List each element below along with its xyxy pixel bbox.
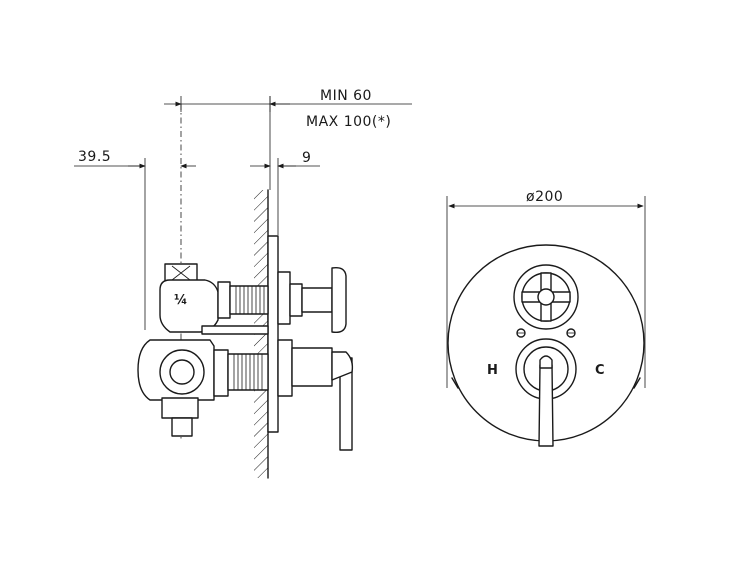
lower-handle	[277, 339, 354, 451]
side-view: ¼	[137, 104, 354, 479]
cold-label: C	[595, 363, 605, 378]
offset-left-label: 39.5	[78, 149, 111, 165]
max-depth-label: MAX 100(*)	[306, 114, 391, 130]
dimension-offset-left: 39.5	[74, 149, 196, 169]
upper-handle	[277, 266, 347, 334]
min-depth-label: MIN 60	[320, 88, 372, 104]
front-view: ø200 H C	[446, 189, 646, 447]
dimension-wall-plate: 9	[250, 150, 320, 169]
diameter-label: ø200	[526, 189, 563, 205]
screw-left	[516, 328, 526, 338]
hot-label: H	[487, 363, 498, 378]
cross-handle	[513, 264, 579, 330]
wall-plate	[267, 235, 279, 433]
dimension-diameter: ø200	[446, 189, 646, 388]
pipe-link	[201, 325, 269, 335]
extension-lines	[144, 96, 279, 330]
lever-handle	[515, 338, 577, 447]
dimension-min-max: MIN 60 MAX 100(*)	[164, 88, 412, 130]
wall-plate-label: 9	[302, 150, 311, 166]
screw-right	[566, 328, 576, 338]
svg-text:¼: ¼	[174, 293, 187, 308]
lower-valve-body	[137, 339, 269, 437]
upper-valve-body: ¼	[159, 263, 269, 333]
